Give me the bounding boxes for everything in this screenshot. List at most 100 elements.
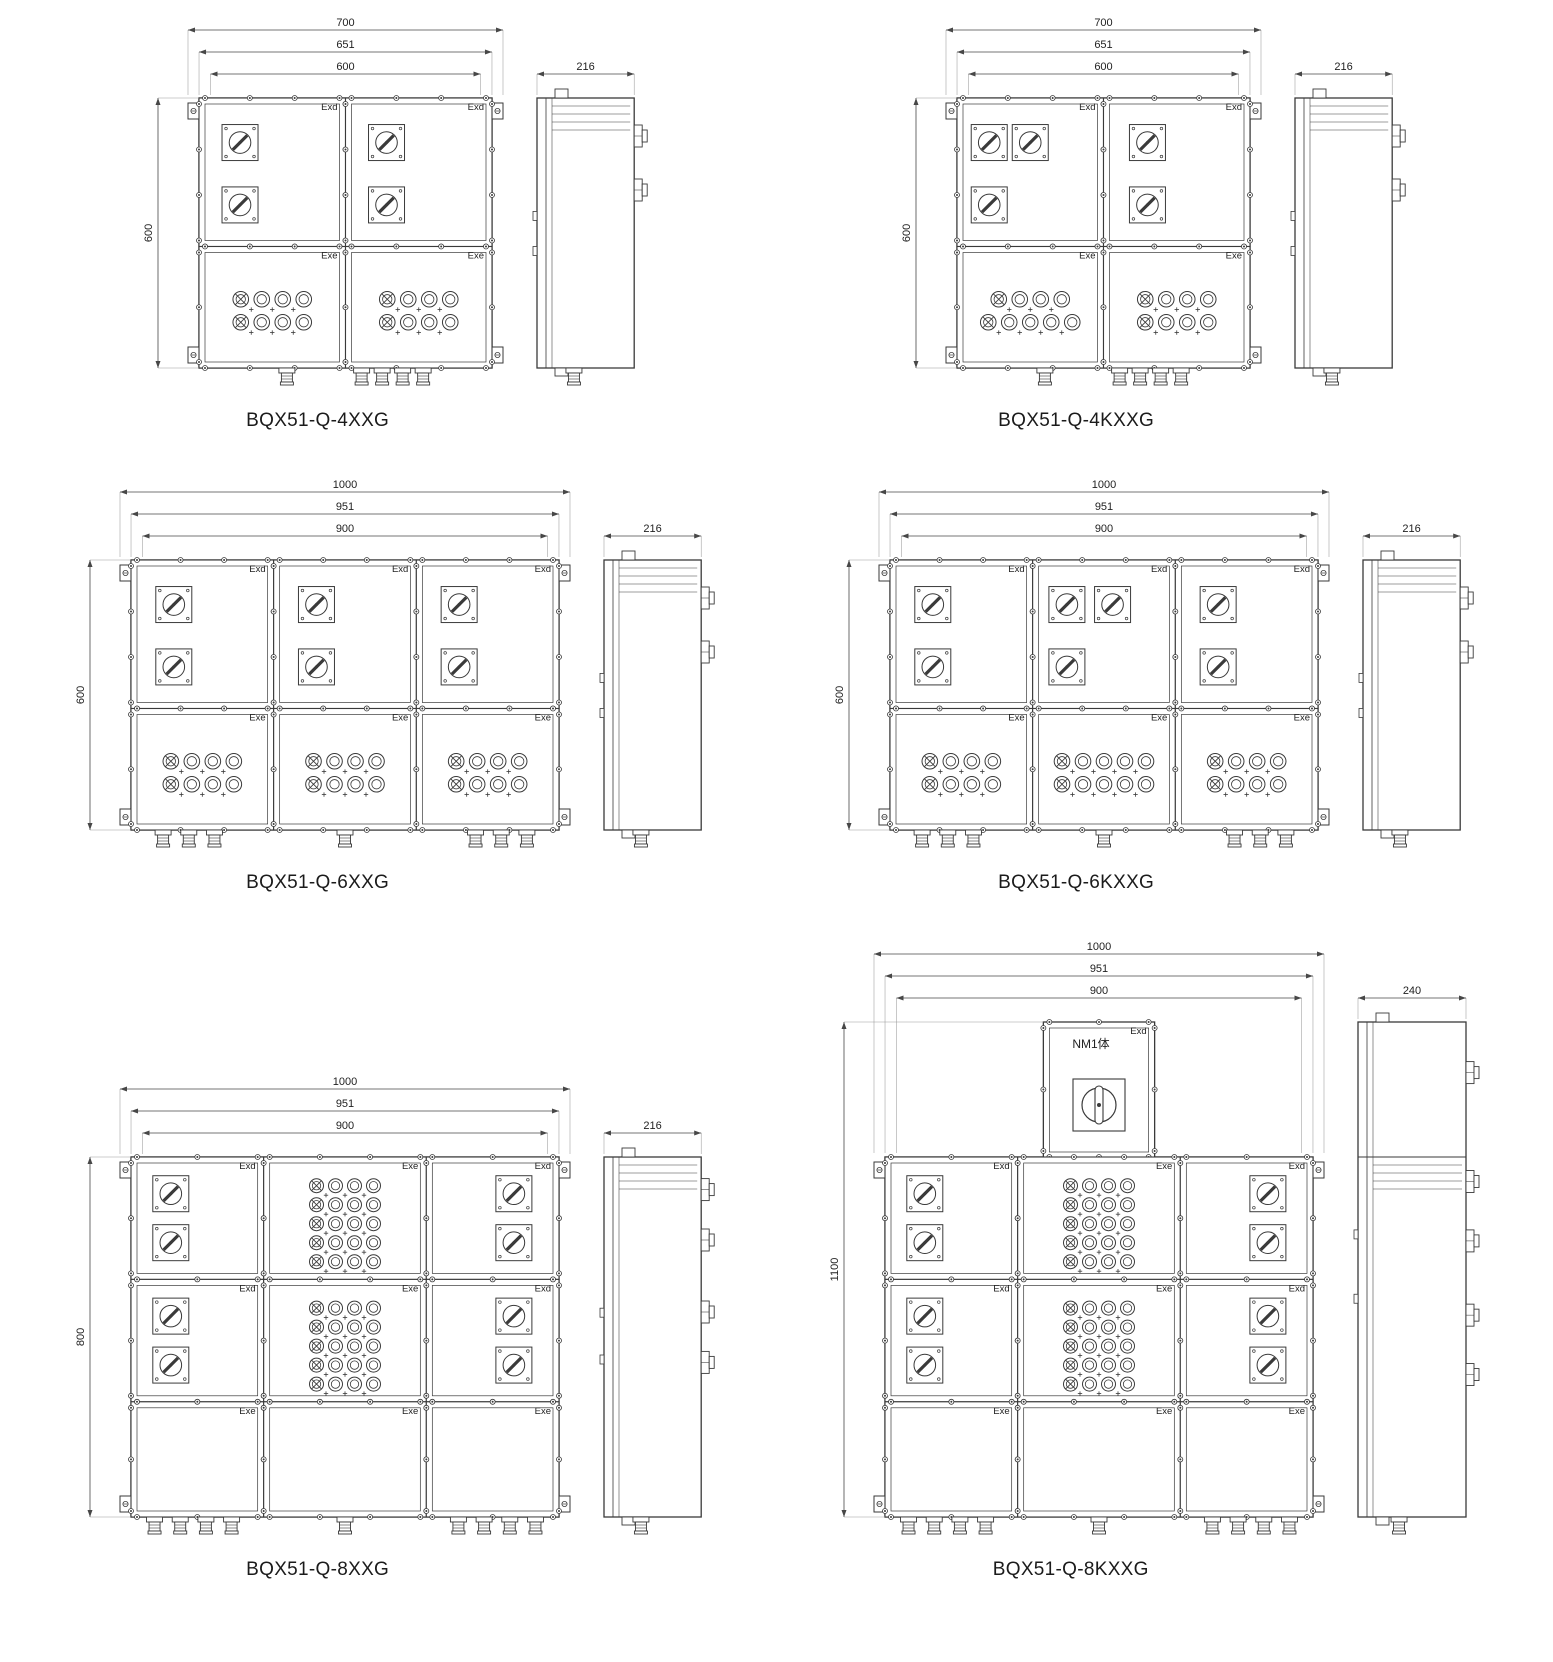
svg-text:Exe: Exe bbox=[535, 1406, 551, 1417]
module-exd: Exd bbox=[954, 95, 1107, 250]
module-exe: Exe bbox=[261, 1398, 430, 1520]
module-exd: Exd bbox=[195, 95, 349, 250]
rotary-switch-icon bbox=[152, 1346, 190, 1384]
cable-gland bbox=[976, 1516, 994, 1535]
rotary-switch-icon bbox=[1129, 186, 1167, 224]
svg-text:Exe: Exe bbox=[1156, 1283, 1172, 1294]
svg-text:Exd: Exd bbox=[993, 1283, 1009, 1294]
cable-gland bbox=[939, 829, 956, 848]
svg-text:Exd: Exd bbox=[1293, 564, 1309, 575]
svg-text:651: 651 bbox=[336, 39, 354, 51]
svg-text:951: 951 bbox=[336, 1098, 354, 1110]
rotary-switch-icon bbox=[906, 1175, 944, 1213]
cable-gland bbox=[154, 829, 172, 848]
svg-text:Exe: Exe bbox=[1226, 251, 1242, 262]
module-exe: Exe bbox=[261, 1276, 430, 1405]
module-exd: Exd bbox=[423, 1154, 563, 1283]
rotary-switch-icon bbox=[1129, 124, 1167, 162]
cable-gland bbox=[1152, 367, 1170, 386]
module-exe: Exe bbox=[413, 705, 563, 833]
module-exe: Exe bbox=[1172, 705, 1321, 833]
svg-text:Exd: Exd bbox=[240, 1161, 256, 1172]
cable-gland bbox=[1280, 1516, 1298, 1535]
diagram-caption: BQX51-Q-8KXXG bbox=[992, 1559, 1149, 1580]
diagram-caption: BQX51-Q-6KXXG bbox=[998, 872, 1155, 893]
cable-gland bbox=[527, 1516, 545, 1535]
module-exe: Exe bbox=[128, 1398, 267, 1520]
rotary-switch-icon bbox=[1048, 648, 1086, 686]
svg-text:951: 951 bbox=[336, 501, 354, 513]
svg-text:Exe: Exe bbox=[402, 1161, 418, 1172]
module-exe: Exe bbox=[261, 1154, 430, 1283]
main-rotary-switch-icon bbox=[1072, 1078, 1126, 1132]
rotary-switch-icon bbox=[440, 586, 478, 624]
module-exd: Exd bbox=[1100, 95, 1254, 250]
diagram-caption: BQX51-Q-6XXG bbox=[246, 872, 390, 893]
cable-gland bbox=[450, 1516, 468, 1535]
module-exd: Exd bbox=[1177, 1276, 1316, 1405]
cable-gland bbox=[1277, 829, 1295, 848]
mounting-bracket bbox=[491, 102, 504, 120]
module-exe: Exe bbox=[423, 1398, 563, 1520]
terminal-grid bbox=[980, 290, 1081, 335]
module-exd: Exd bbox=[881, 1276, 1021, 1405]
svg-text:Exd: Exd bbox=[467, 102, 483, 113]
svg-text:Exd: Exd bbox=[321, 102, 337, 113]
mounting-bracket bbox=[119, 1161, 132, 1179]
svg-text:Exe: Exe bbox=[1079, 251, 1095, 262]
cable-gland bbox=[1172, 367, 1190, 386]
cable-glands-row bbox=[899, 1516, 1298, 1535]
svg-text:951: 951 bbox=[1090, 963, 1108, 975]
svg-text:700: 700 bbox=[1095, 17, 1113, 29]
side-view: 216 bbox=[599, 523, 715, 848]
svg-text:600: 600 bbox=[143, 224, 155, 242]
module-exd: Exd bbox=[128, 1154, 267, 1283]
svg-text:Exd: Exd bbox=[1288, 1161, 1304, 1172]
cable-glands-row bbox=[146, 1516, 545, 1535]
module-exe: Exe bbox=[1014, 1398, 1183, 1520]
rotary-switch-icon bbox=[495, 1346, 533, 1384]
cable-gland bbox=[501, 1516, 519, 1535]
module-exd: Exd bbox=[128, 557, 277, 712]
cable-gland bbox=[206, 829, 224, 848]
svg-text:800: 800 bbox=[75, 1328, 87, 1346]
svg-text:951: 951 bbox=[1095, 501, 1113, 513]
terminal-grid bbox=[309, 1300, 382, 1396]
svg-text:Exd: Exd bbox=[1130, 1026, 1146, 1037]
svg-text:900: 900 bbox=[336, 523, 354, 535]
cable-gland bbox=[414, 367, 432, 386]
cable-gland bbox=[1203, 1516, 1221, 1535]
cable-gland bbox=[336, 829, 354, 848]
svg-text:Exe: Exe bbox=[993, 1406, 1009, 1417]
svg-text:600: 600 bbox=[1095, 61, 1113, 73]
cable-gland bbox=[467, 829, 485, 848]
module-exd: Exd bbox=[886, 557, 1036, 712]
rotary-switch-icon bbox=[152, 1224, 190, 1262]
diagram-caption: BQX51-Q-4XXG bbox=[246, 410, 390, 431]
cable-gland bbox=[1251, 829, 1269, 848]
rotary-switch-icon bbox=[495, 1297, 533, 1335]
rotary-switch-icon bbox=[1249, 1297, 1287, 1335]
svg-text:Exe: Exe bbox=[1008, 713, 1024, 724]
svg-text:Exd: Exd bbox=[392, 564, 408, 575]
module-exd: Exd bbox=[342, 95, 495, 250]
cable-gland bbox=[899, 1516, 917, 1535]
svg-text:216: 216 bbox=[1335, 61, 1353, 73]
cable-gland bbox=[475, 1516, 493, 1535]
svg-text:Exe: Exe bbox=[1288, 1406, 1304, 1417]
svg-text:216: 216 bbox=[644, 1120, 662, 1132]
svg-text:Exd: Exd bbox=[1226, 102, 1242, 113]
cable-gland bbox=[925, 1516, 943, 1535]
module-exe: Exe bbox=[128, 705, 277, 833]
